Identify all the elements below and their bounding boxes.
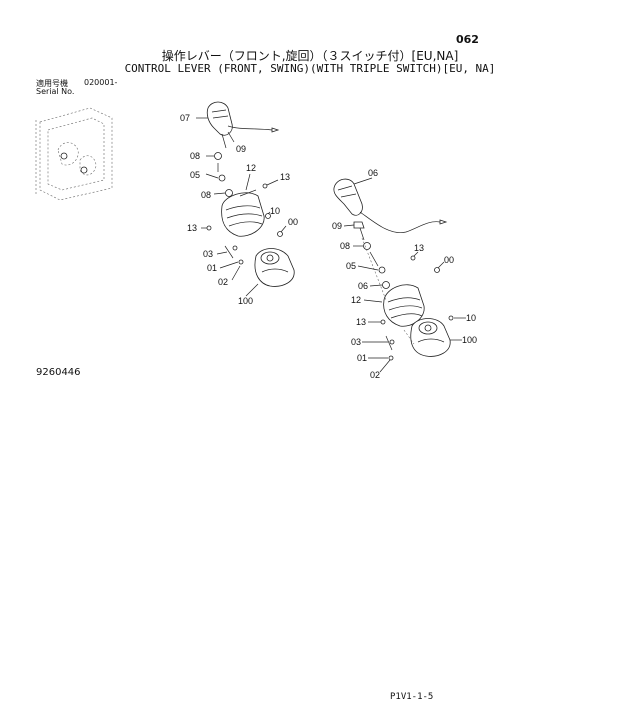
part-label: 01 (207, 263, 217, 273)
right-lever-assembly (333, 177, 466, 373)
part-label: 05 (190, 170, 200, 180)
part-label: 05 (346, 261, 356, 271)
screw-13a-left (262, 183, 268, 189)
part-label: 13 (414, 243, 424, 253)
washer-05-left (218, 174, 226, 182)
part-label: 07 (180, 113, 190, 123)
serial-label-japanese: 適用号機 (36, 79, 68, 88)
part-label: 12 (246, 163, 256, 173)
screw-13b-right (380, 319, 386, 325)
part-label: 01 (357, 353, 367, 363)
serial-label-english: Serial No. (36, 87, 75, 96)
part-label: 06 (358, 281, 368, 291)
nut-00-right (434, 267, 440, 273)
footer-code: P1V1-1-5 (390, 692, 434, 702)
part-label: 100 (462, 335, 477, 345)
page-number: 062 (456, 33, 479, 46)
part-label: 09 (236, 144, 246, 154)
page-title-english: CONTROL LEVER (FRONT, SWING)(WITH TRIPLE… (124, 62, 496, 75)
nut-06-right (382, 281, 390, 289)
part-label: 06 (368, 168, 378, 178)
location-sketch (35, 107, 113, 201)
nut-00-left (277, 231, 283, 237)
part-label: 08 (340, 241, 350, 251)
part-label: 02 (218, 277, 228, 287)
serial-range: 020001- (84, 78, 118, 87)
grip-right (333, 178, 363, 216)
part-label: 09 (332, 221, 342, 231)
part-label: 13 (280, 172, 290, 182)
washer-05-right (378, 266, 386, 274)
screw-13b-left (206, 225, 212, 231)
nut-08-left (214, 152, 222, 160)
part-label: 03 (351, 337, 361, 347)
screw-10-right (448, 315, 454, 321)
part-label: 08 (201, 190, 211, 200)
nut-08b-left (225, 189, 233, 197)
screw-13a-right (410, 255, 416, 261)
grip-left (206, 101, 233, 136)
part-label: 08 (190, 151, 200, 161)
right-part-labels: 06 09 08 13 00 05 06 12 10 13 100 03 01 … (332, 168, 477, 380)
left-lever-assembly (196, 101, 295, 297)
page-title-japanese: 操作レバー（フロント,旋回）（３スイッチ付）[EU,NA] (161, 49, 459, 63)
screw-10-left (265, 213, 271, 219)
figure-code: 9260446 (36, 367, 81, 378)
part-label: 13 (187, 223, 197, 233)
part-label: 10 (270, 206, 280, 216)
nut-08-right (363, 242, 371, 250)
part-label: 10 (466, 313, 476, 323)
part-label: 00 (288, 217, 298, 227)
left-part-labels: 07 09 08 05 08 12 13 13 10 00 03 01 02 1… (180, 113, 298, 306)
part-label: 03 (203, 249, 213, 259)
part-label: 12 (351, 295, 361, 305)
part-label: 00 (444, 255, 454, 265)
part-label: 13 (356, 317, 366, 327)
part-label: 100 (238, 296, 253, 306)
part-label: 02 (370, 370, 380, 380)
